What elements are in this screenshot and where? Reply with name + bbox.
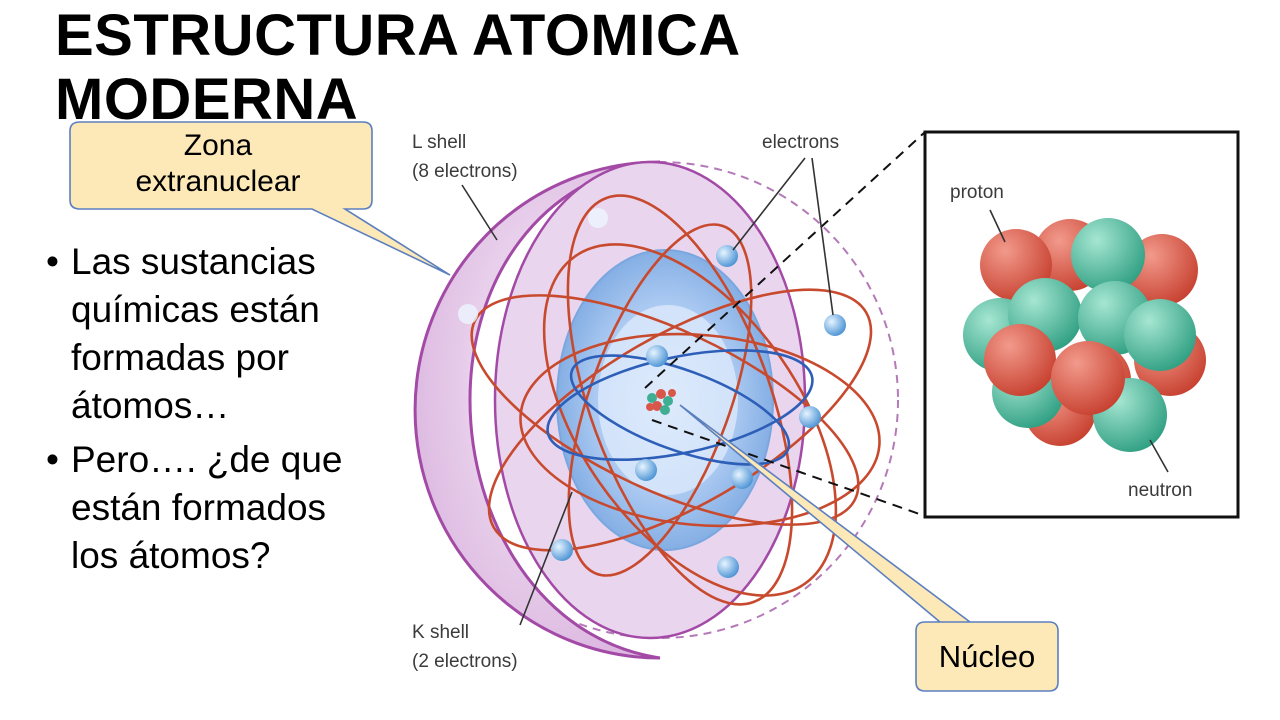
k-shell-orbits (546, 348, 814, 466)
small-nucleus (646, 389, 676, 415)
electron (799, 406, 821, 428)
electron (635, 459, 657, 481)
k-shell-label: K shell (412, 622, 469, 643)
electron (717, 556, 739, 578)
callout-extranuclear-shape (69, 121, 451, 276)
bullet-list: Las sustancias químicas están formadas p… (46, 238, 346, 586)
l-shell (413, 160, 661, 660)
k-shell-count: (2 electrons) (412, 651, 518, 672)
callout-nucleus-shape (679, 404, 1059, 692)
callout-nucleus-text: Núcleo (938, 639, 1036, 674)
nucleus-particles (963, 218, 1206, 452)
slide-title: ESTRUCTURA ATOMICA MODERNA (55, 3, 739, 132)
electron (731, 467, 753, 489)
bullet-item: Las sustancias químicas están formadas p… (46, 238, 346, 430)
leader-lines (461, 157, 1169, 626)
electron (551, 539, 573, 561)
electrons (458, 208, 846, 578)
callout-extranuclear-text: Zona extranuclear (135, 129, 301, 198)
electron (824, 314, 846, 336)
l-shell-label: L shell (412, 132, 466, 153)
l-shell-count: (8 electrons) (412, 161, 518, 182)
bullet-item: Pero…. ¿de que están formados los átomos… (46, 436, 346, 580)
electron (646, 345, 668, 367)
proton-label: proton (950, 182, 1004, 203)
electrons-label: electrons (762, 132, 839, 153)
electron (716, 245, 738, 267)
electron-faded (458, 304, 478, 324)
electron-faded (588, 208, 608, 228)
neutron-label: neutron (1128, 480, 1192, 501)
zoom-lines (644, 131, 926, 517)
